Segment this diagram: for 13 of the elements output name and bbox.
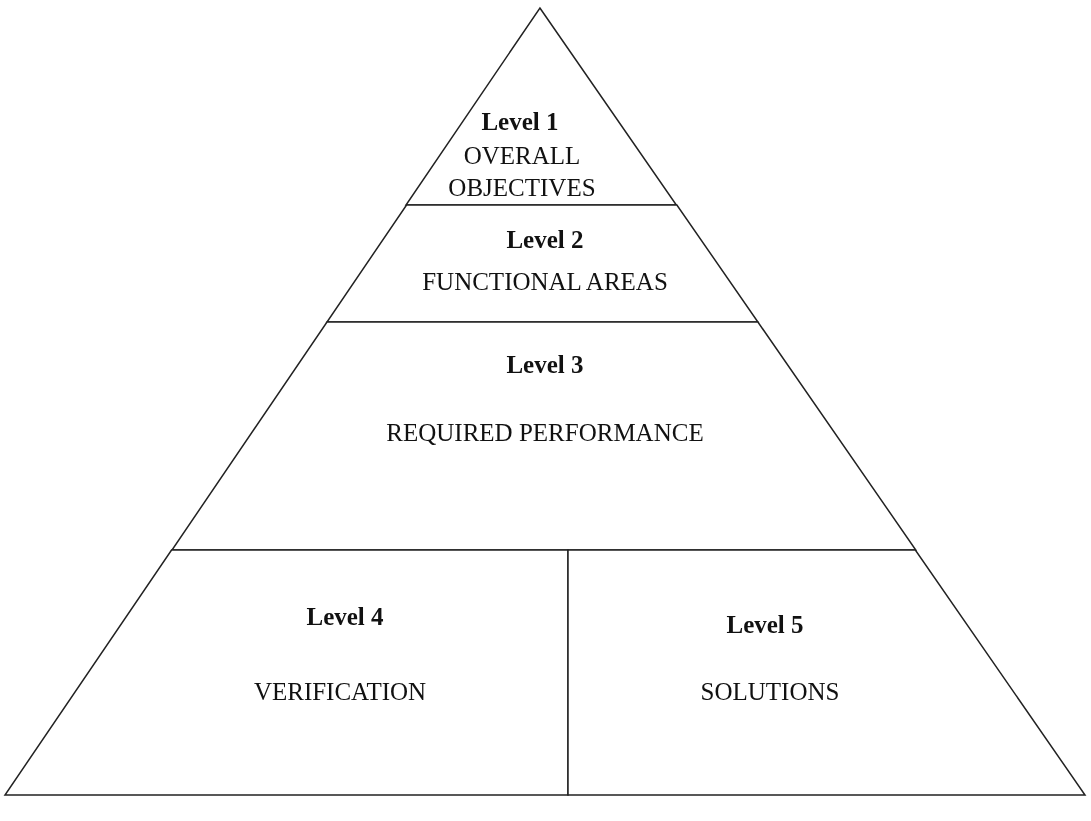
level-name: OVERALL OBJECTIVES: [447, 141, 597, 203]
level-heading: Level 4: [306, 602, 384, 632]
level-name: FUNCTIONAL AREAS: [422, 267, 668, 297]
level-name: VERIFICATION: [253, 677, 427, 707]
pyramid-tier: [406, 8, 677, 205]
level-heading: Level 3: [506, 350, 584, 380]
level-name: SOLUTIONS: [700, 677, 840, 707]
level-name: REQUIRED PERFORMANCE: [386, 418, 704, 448]
pyramid-tier: [5, 550, 568, 795]
level-heading: Level 1: [481, 107, 559, 137]
pyramid-tier: [568, 550, 1085, 795]
level-heading: Level 2: [506, 225, 584, 255]
level-heading: Level 5: [726, 610, 804, 640]
